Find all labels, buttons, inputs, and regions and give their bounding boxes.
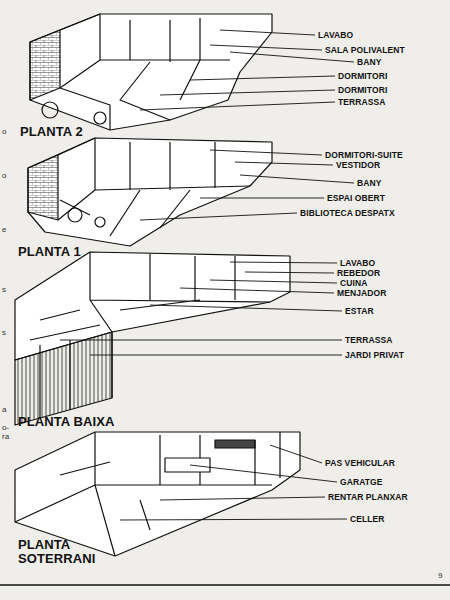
margin-fragment: s bbox=[2, 285, 6, 295]
margin-fragment: 9 bbox=[438, 571, 443, 581]
room-label: TERRASSA bbox=[345, 335, 393, 345]
room-label: REBEDOR bbox=[337, 268, 380, 278]
margin-fragment: ra bbox=[2, 432, 9, 442]
floor-title: PLANTA SOTERRANI bbox=[18, 538, 102, 566]
room-label: DORMITORI bbox=[338, 85, 387, 95]
floor-title: PLANTA 1 bbox=[18, 245, 81, 259]
floor-title: PLANTA 2 bbox=[20, 125, 83, 139]
room-label: CELLER bbox=[350, 514, 385, 524]
margin-fragment: o bbox=[2, 127, 7, 137]
room-label: DORMITORI bbox=[338, 71, 387, 81]
room-label: GARATGE bbox=[340, 477, 383, 487]
room-label: ESTAR bbox=[345, 306, 374, 316]
floor-planta-1 bbox=[28, 138, 272, 246]
margin-fragment: a bbox=[2, 405, 7, 415]
room-label: BANY bbox=[357, 57, 382, 67]
room-label: CUINA bbox=[340, 278, 367, 288]
room-label: TERRASSA bbox=[338, 97, 386, 107]
room-label: VESTIDOR bbox=[336, 160, 380, 170]
room-label: PAS VEHICULAR bbox=[325, 458, 395, 468]
floor-title: PLANTA BAIXA bbox=[18, 415, 115, 429]
room-label: BIBLIOTECA DESPATX bbox=[300, 208, 395, 218]
margin-fragment: o bbox=[2, 171, 7, 181]
room-label: JARDI PRIVAT bbox=[345, 350, 404, 360]
room-label: MENJADOR bbox=[337, 288, 386, 298]
margin-fragment: e bbox=[2, 225, 7, 235]
room-label: SALA POLIVALENT bbox=[325, 45, 405, 55]
margin-fragment: o- bbox=[2, 423, 9, 433]
floor-planta-baixa bbox=[15, 252, 290, 360]
room-label: BANY bbox=[357, 178, 382, 188]
room-label: LAVABO bbox=[340, 258, 375, 268]
room-label: ESPAI OBERT bbox=[327, 193, 385, 203]
margin-fragment: s bbox=[2, 328, 6, 338]
room-label: RENTAR PLANXAR bbox=[328, 492, 408, 502]
room-label: DORMITORI-SUITE bbox=[325, 150, 403, 160]
room-label: LAVABO bbox=[318, 30, 353, 40]
floor-planta-2 bbox=[30, 14, 272, 130]
